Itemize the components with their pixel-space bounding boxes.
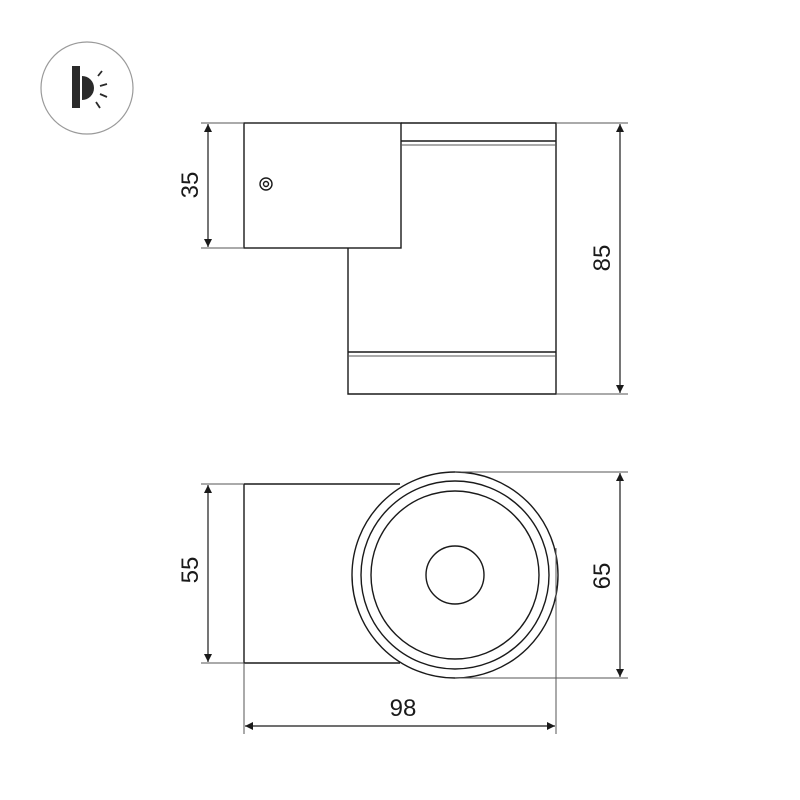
- side-mount-block: [243, 122, 402, 249]
- side-view: [243, 122, 557, 395]
- wall-light-icon: [72, 66, 108, 109]
- dim-label-98: 98: [390, 695, 417, 722]
- head-inner-ring: [370, 490, 540, 660]
- head-outer-ring: [351, 471, 559, 679]
- dim-label-85: 85: [589, 245, 616, 272]
- mounting-type-badge: [40, 41, 134, 135]
- dim-label-65: 65: [589, 563, 616, 590]
- top-view: [243, 471, 559, 679]
- lens-circle: [425, 545, 485, 605]
- dim-label-55: 55: [177, 557, 204, 584]
- screw-icon: [259, 177, 273, 191]
- side-cylinder-body: [347, 122, 557, 395]
- dim-label-35: 35: [177, 172, 204, 199]
- head-middle-ring: [360, 480, 550, 670]
- extension-lines: [201, 122, 628, 734]
- top-mount-block: [243, 483, 400, 664]
- dimension-lines: [204, 124, 624, 730]
